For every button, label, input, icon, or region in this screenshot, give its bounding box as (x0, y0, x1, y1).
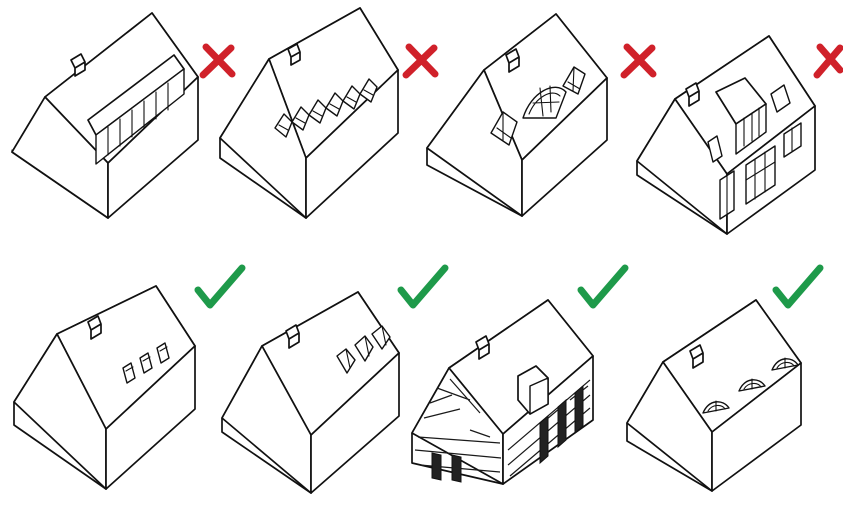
check-icon (577, 264, 629, 309)
house-small-gable-dormers (221, 291, 400, 494)
check-icon (194, 264, 246, 309)
house-oversized-dormer (636, 35, 816, 235)
cross-icon (813, 43, 843, 79)
house-continuous-dormer (11, 12, 199, 219)
house-stone-single-dormer (411, 299, 594, 485)
house-many-pointed-dormers (219, 7, 399, 219)
cross-icon (620, 43, 657, 79)
check-icon (772, 264, 824, 309)
house-mixed-dormers (426, 13, 608, 217)
cross-icon (402, 43, 439, 79)
cross-icon (199, 43, 236, 79)
check-icon (397, 264, 449, 309)
house-eyebrow-dormers (626, 299, 802, 492)
house-small-roof-windows (13, 285, 196, 490)
